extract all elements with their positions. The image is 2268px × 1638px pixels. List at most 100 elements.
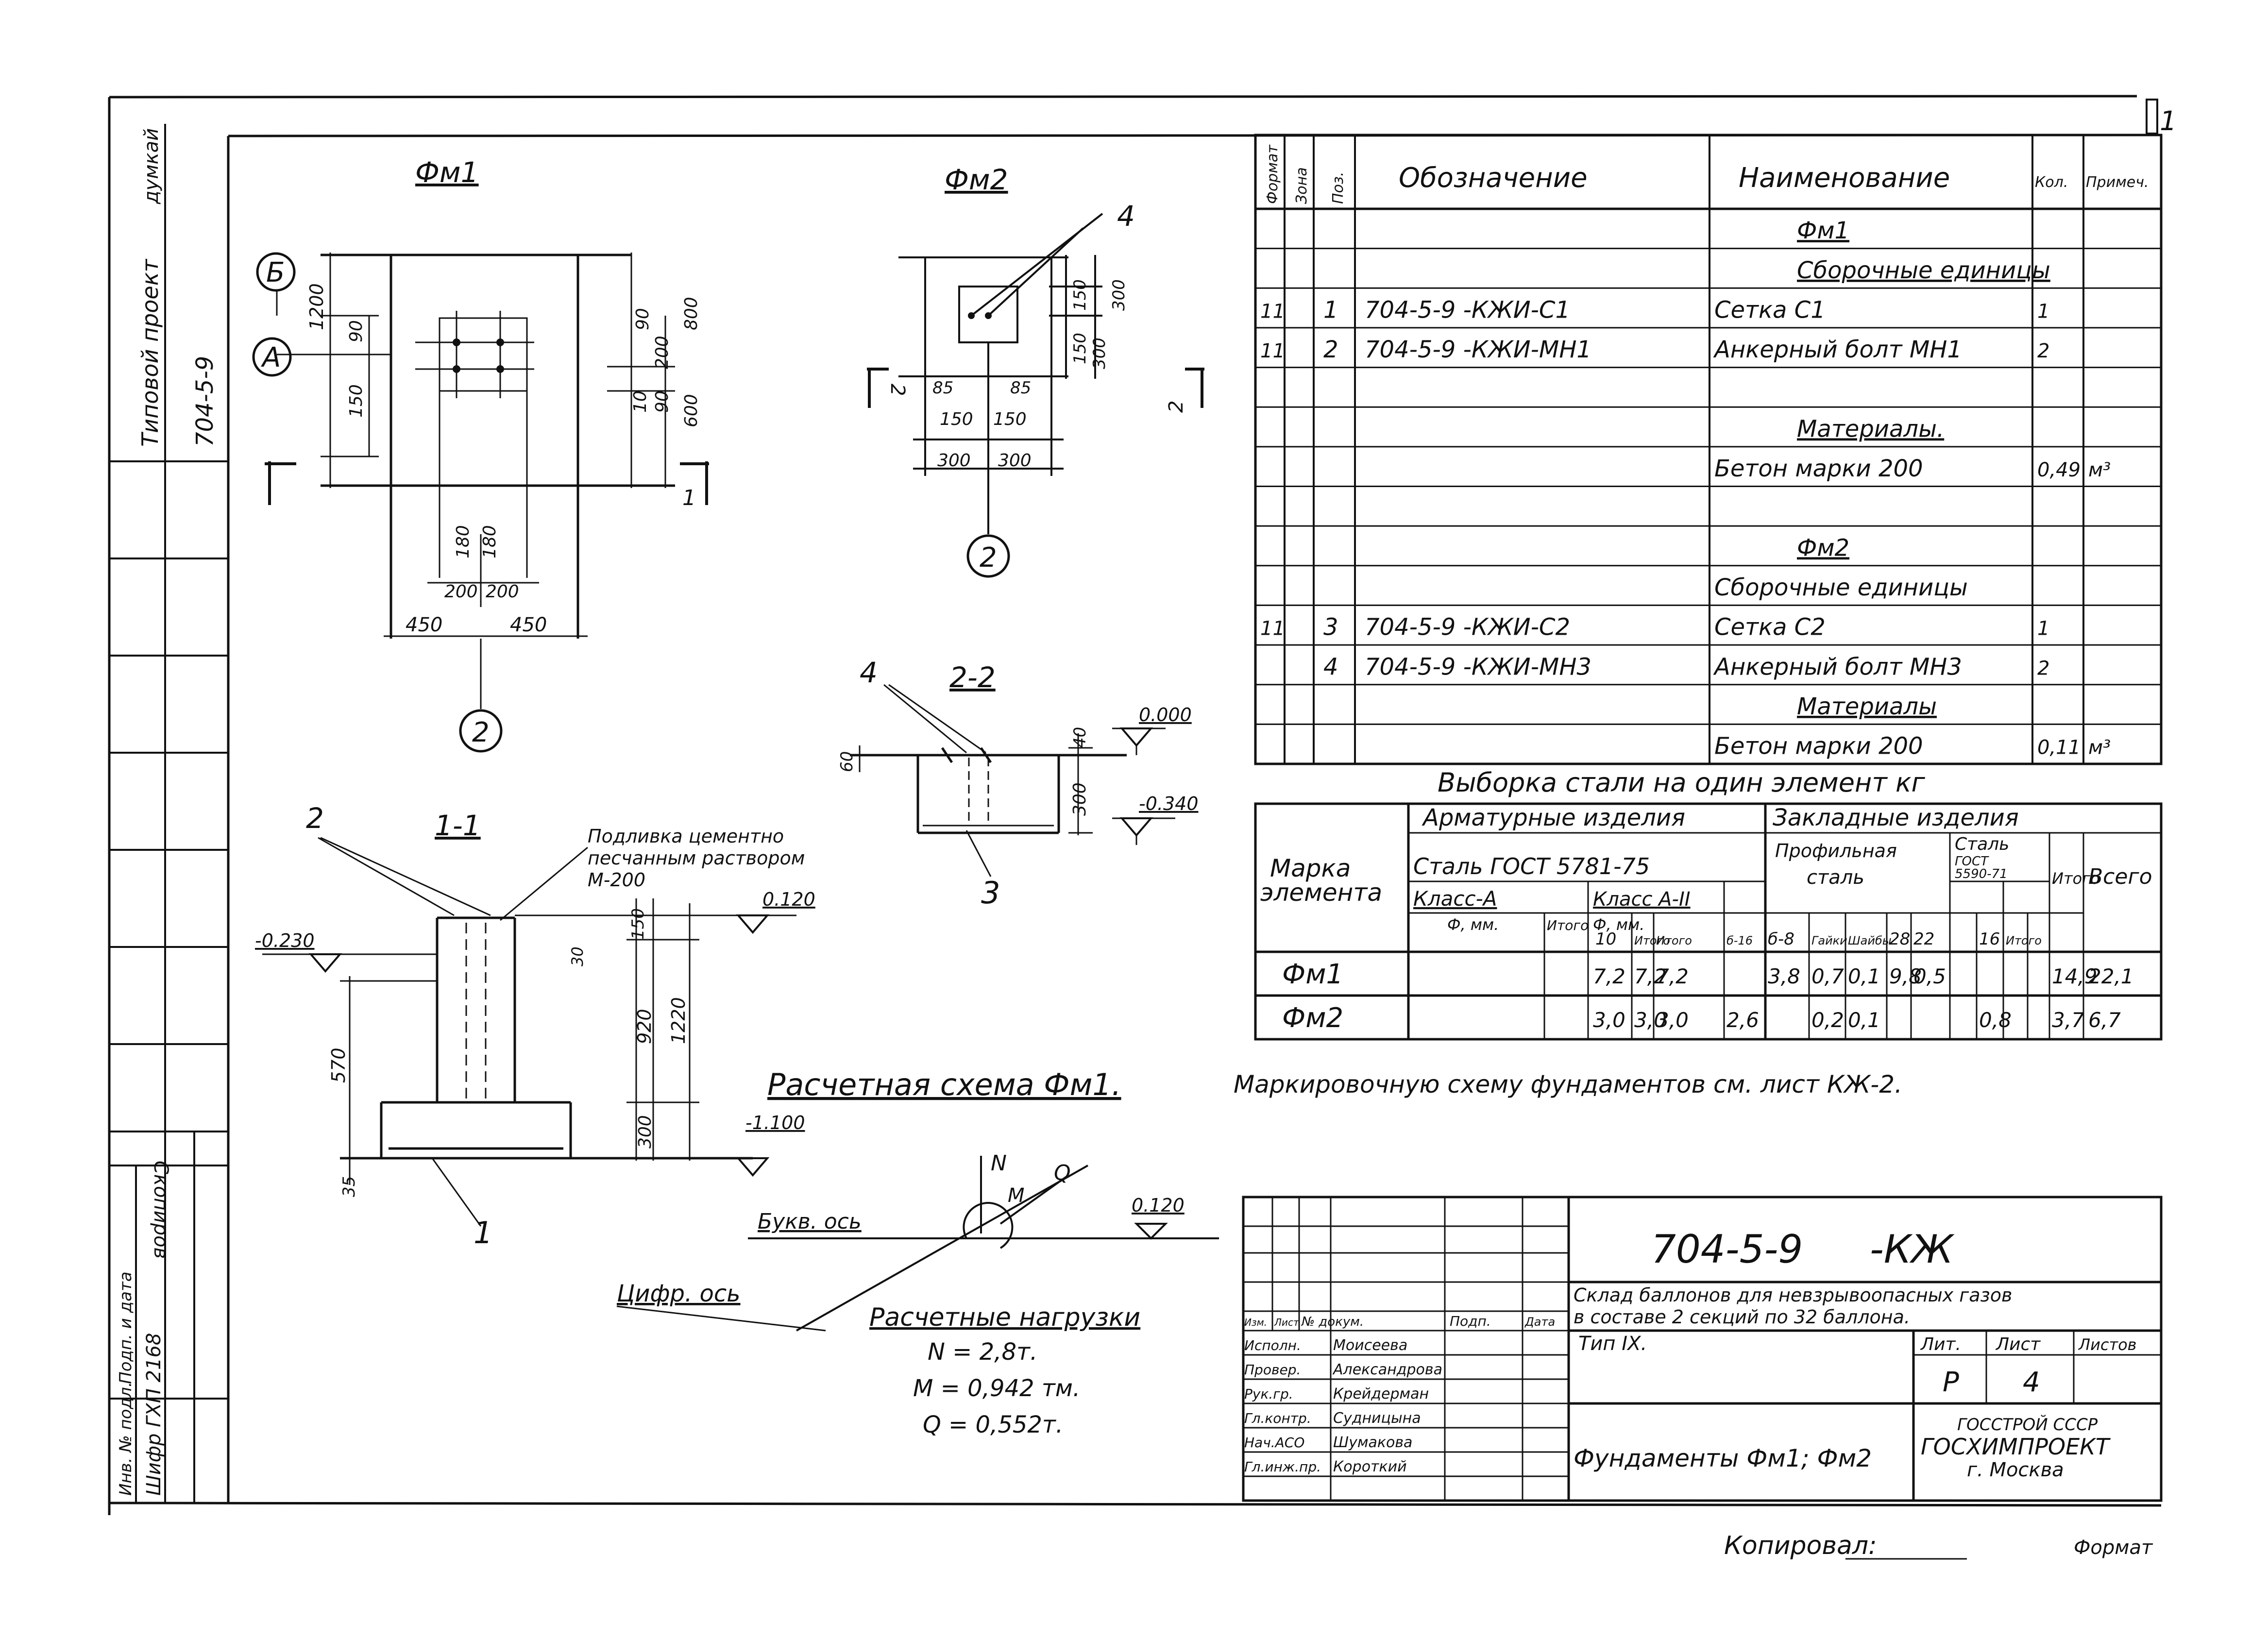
spec-cell-note: м³ <box>2088 737 2111 759</box>
steel-h-total: Итого <box>2052 869 2100 888</box>
fm1-dim-180b: 180 <box>480 525 500 558</box>
spec-table: Формат Зона Поз. Обозначение Наименовани… <box>1254 134 2163 765</box>
tb-org-2: ГОСХИМПРОЕКТ <box>1921 1434 2111 1460</box>
steel-row-mark: Фм2 <box>1282 1002 1343 1034</box>
sec22-dim-60: 60 <box>837 751 857 772</box>
spec-cell-qty: 0,49 <box>2037 459 2081 481</box>
fm2-dim-300b: 300 <box>1090 338 1109 369</box>
steel-cell: 14,9 <box>2052 964 2098 988</box>
fm1-dim-r90: 90 <box>633 308 653 330</box>
fm1-dim-1200: 1200 <box>306 283 327 330</box>
fm1-dim-180a: 180 <box>453 525 473 558</box>
sec11-grout-3: М-200 <box>588 869 645 891</box>
steel-subcol: 28 <box>1889 929 1910 949</box>
tb-org-3: г. Москва <box>1967 1459 2064 1481</box>
tb-role: Провер. <box>1244 1362 1301 1378</box>
calc-N: N <box>991 1151 1007 1176</box>
spec-cell-qty: 2 <box>2037 340 2049 362</box>
fm2-dim-150d: 150 <box>993 409 1027 429</box>
tb-code: 704-5-9 <box>1651 1227 1803 1272</box>
steel-cell: 3,8 <box>1768 964 1800 988</box>
calc-letter-axis: Букв. ось <box>758 1209 862 1234</box>
fm2-dim-85b: 85 <box>1010 378 1031 398</box>
tb-role: Гл.инж.пр. <box>1244 1459 1321 1475</box>
spec-cell-code: 704-5-9 -КЖИ-С1 <box>1365 297 1570 324</box>
fm1-plan-view: Фм1 <box>252 156 709 753</box>
tb-desc-1: Склад баллонов для невзрывоопасных газов <box>1574 1284 2012 1306</box>
tb-org-1: ГОССТРОЙ СССР <box>1957 1415 2098 1435</box>
sec11-grout-2: песчанным раствором <box>588 847 805 869</box>
sec11-dim-570: 570 <box>328 1047 349 1083</box>
steel-h-total-a: Итого <box>1547 917 1589 933</box>
tb-head-date: Дата <box>1524 1315 1555 1329</box>
fm2-cut-right: 2 <box>1165 401 1187 413</box>
tb-person: Короткий <box>1333 1458 1407 1475</box>
tb-person: Крейдерман <box>1333 1385 1429 1402</box>
sec22-dim-300: 300 <box>1070 782 1090 816</box>
tb-person: Александрова <box>1332 1361 1442 1378</box>
axis-2-bubble-fm2 <box>966 534 1010 578</box>
spec-cell-name: Сборочные единицы <box>1797 257 2050 284</box>
tb-desc-2: в составе 2 секций по 32 баллона. <box>1574 1306 1910 1328</box>
axis-2-bubble-fm1 <box>459 709 503 753</box>
sec11-dim-1220: 1220 <box>668 997 689 1044</box>
loads-title: Расчетные нагрузки <box>869 1303 1140 1332</box>
fm1-dim-r200: 200 <box>652 336 672 369</box>
steel-h-steel2-1: Сталь <box>1955 834 2009 854</box>
sec22-dim-40: 40 <box>1070 727 1090 748</box>
spec-cell-fmt: 11 <box>1260 340 1285 362</box>
section-2-2: 4 2-2 0.000 -0.340 <box>837 656 1199 911</box>
tb-sheet-h: Лист <box>1995 1334 2041 1354</box>
sec22-elev-top: 0.000 <box>1139 704 1192 726</box>
spec-cell-code: 704-5-9 -КЖИ-МН1 <box>1365 336 1591 363</box>
fm2-dim-150: 150 <box>1070 279 1090 311</box>
spec-cell-name: Бетон марки 200 <box>1714 733 1923 760</box>
steel-cell: 0,5 <box>1913 964 1946 988</box>
spec-h-code: Обозначение <box>1399 162 1588 194</box>
spec-h-qty: Кол. <box>2035 174 2068 191</box>
tb-suffix: -КЖ <box>1870 1227 1955 1272</box>
steel-title: Выборка стали на один элемент кг <box>1438 767 1926 798</box>
steel-subcol: Гайки <box>1811 934 1847 947</box>
steel-cell: 3,0 <box>1656 1008 1689 1032</box>
steel-h-mark-1: Марка <box>1270 854 1351 882</box>
spec-cell-qty: 1 <box>2037 301 2049 323</box>
tb-person: Шумакова <box>1333 1434 1412 1451</box>
sec11-dim-300: 300 <box>635 1115 655 1148</box>
fm1-dim-90: 90 <box>346 320 366 342</box>
steel-cell: 0,7 <box>1811 964 1844 988</box>
section-1-1: 2 1-1 Подливка цементно песчанным раство… <box>255 802 815 1250</box>
steel-h-mark-2: элемента <box>1260 878 1382 907</box>
sec22-pos-4: 4 <box>860 656 878 689</box>
steel-row-mark: Фм1 <box>1282 959 1343 990</box>
fm1-cut-label: 1 <box>682 486 696 510</box>
spec-h-note: Примеч. <box>2086 174 2149 191</box>
steel-cell: 9,8 <box>1889 964 1922 988</box>
side-stamp-cipher: Шифр ГХП 2168 <box>143 1333 165 1496</box>
steel-subcol: Итого <box>1634 934 1670 947</box>
tb-role: Нач.АСО <box>1244 1435 1304 1451</box>
calc-title: Расчетная схема Фм1. <box>767 1067 1121 1102</box>
sec11-dim-30: 30 <box>568 946 587 966</box>
steel-cell: 0,2 <box>1811 1008 1844 1032</box>
side-stamp-copied: Скопиров <box>150 1161 172 1259</box>
tb-sheet: 4 <box>2023 1367 2040 1398</box>
fm2-dim-300d: 300 <box>998 451 1032 471</box>
spec-cell-code: 704-5-9 -КЖИ-МН3 <box>1365 653 1591 680</box>
sec11-elev-top: 0.120 <box>762 889 815 910</box>
steel-h-dia-a2: Ф, мм. <box>1593 915 1644 934</box>
spec-cell-pos: 4 <box>1323 653 1338 680</box>
steel-h-dia-a: Ф, мм. <box>1447 915 1499 934</box>
sec11-title: 1-1 <box>435 809 481 842</box>
calc-Q: Q <box>1054 1161 1071 1185</box>
steel-h-steel2-2: ГОСТ <box>1955 854 1989 869</box>
fm2-plan-view: Фм2 4 150 300 150 300 85 85 150 150 <box>867 163 1204 578</box>
spec-cell-name: Сетка С2 <box>1714 614 1826 641</box>
steel-cell: 3,0 <box>1593 1008 1625 1032</box>
steel-h-grand: Всего <box>2088 864 2152 889</box>
fm2-dim-150c: 150 <box>940 409 973 429</box>
sec22-pos-3: 3 <box>981 875 1000 911</box>
spec-cell-name: Сетка С1 <box>1714 297 1826 324</box>
